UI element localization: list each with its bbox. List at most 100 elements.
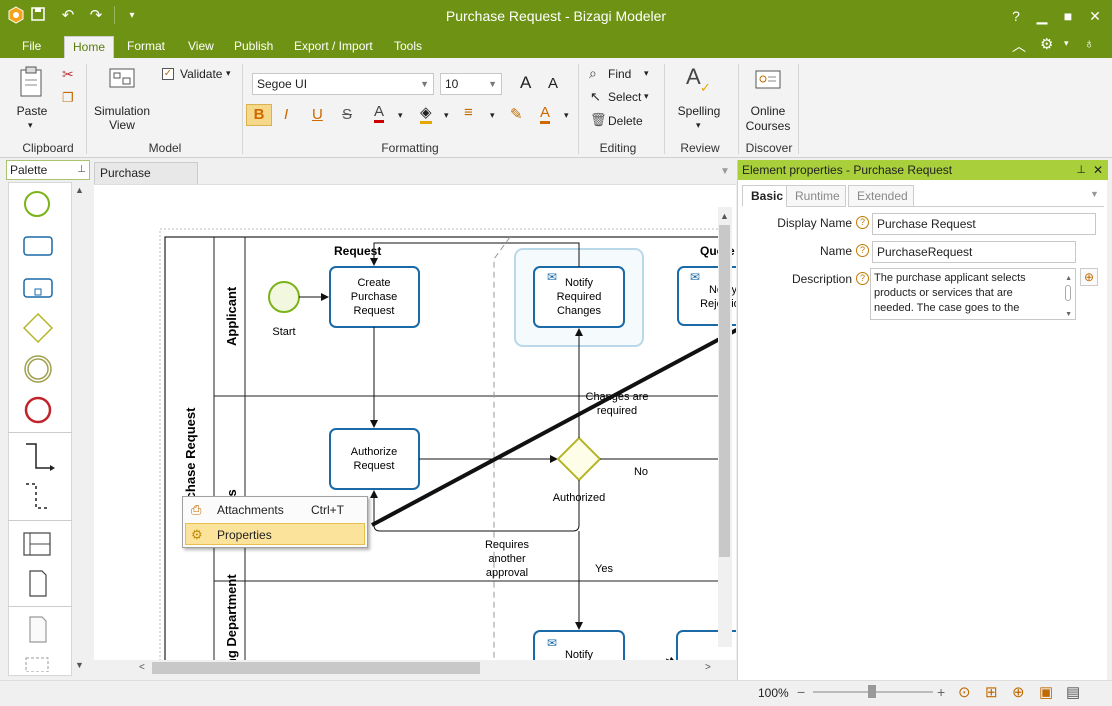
tab-extended[interactable]: Extended xyxy=(848,185,914,207)
chevron-down-icon[interactable]: ▾ xyxy=(644,91,649,101)
cut-icon[interactable]: ✂ xyxy=(62,66,74,82)
spelling-button[interactable]: Spelling xyxy=(677,104,721,118)
task-shape[interactable] xyxy=(14,228,58,264)
presentation-icon[interactable]: ▤ xyxy=(1066,684,1081,701)
tab-file[interactable]: File xyxy=(22,39,42,53)
document-menu-icon[interactable]: ▼ xyxy=(720,166,730,177)
diagram-canvas[interactable]: Purchase Request Applicant Boss Purchasi… xyxy=(94,184,736,660)
chevron-down-icon[interactable]: ▾ xyxy=(1064,38,1069,48)
data-object-shape[interactable] xyxy=(14,566,58,602)
font-size-select[interactable]: 10▼ xyxy=(440,73,502,95)
menu-item-attachments[interactable]: ⎙ Attachments Ctrl+T xyxy=(185,499,365,521)
tab-tools[interactable]: Tools xyxy=(394,39,423,53)
pin-icon[interactable]: ⊥ xyxy=(1076,164,1086,176)
paste-button[interactable] xyxy=(18,66,46,101)
chevron-down-icon[interactable]: ▾ xyxy=(28,120,33,130)
search-icon[interactable]: ⌕ xyxy=(589,65,597,81)
chevron-down-icon[interactable]: ▾ xyxy=(226,68,231,78)
lightbulb-icon[interactable]: ♁ xyxy=(1084,35,1095,51)
bold-button[interactable]: B xyxy=(246,104,272,126)
gear-icon[interactable]: ⚙ xyxy=(1040,36,1054,53)
redo-icon[interactable]: ↷ xyxy=(89,7,103,24)
pool-shape[interactable] xyxy=(14,526,58,562)
fit-page-icon[interactable]: ⊞ xyxy=(985,684,998,701)
tab-export-import[interactable]: Export / Import xyxy=(294,39,373,53)
font-name-select[interactable]: Segoe UI▼ xyxy=(252,73,434,95)
italic-button[interactable]: I xyxy=(284,106,289,123)
paste-label[interactable]: Paste xyxy=(16,104,48,118)
gateway-shape[interactable] xyxy=(14,310,58,346)
name-field[interactable]: PurchaseRequest xyxy=(872,241,1076,263)
tab-home[interactable]: Home xyxy=(64,36,115,58)
undo-icon[interactable]: ↶ xyxy=(61,7,75,24)
bizagi-logo-icon[interactable] xyxy=(6,6,26,26)
validate-icon[interactable]: ✓ xyxy=(162,68,174,80)
magnifier-icon[interactable]: ⊕ xyxy=(1012,684,1025,701)
simulation-view-icon[interactable] xyxy=(108,66,136,97)
minimize-icon[interactable]: ▁ xyxy=(1036,8,1048,24)
start-event-shape[interactable] xyxy=(14,186,58,222)
menu-item-properties[interactable]: ⚙ Properties xyxy=(185,523,365,545)
underline-button[interactable]: U xyxy=(312,106,323,123)
chevron-down-icon[interactable]: ▾ xyxy=(444,110,449,120)
collapse-ribbon-icon[interactable]: ︿ xyxy=(1012,38,1026,54)
vertical-scroll-thumb[interactable] xyxy=(719,225,730,557)
copy-icon[interactable]: ❐ xyxy=(62,90,74,105)
tab-basic[interactable]: Basic xyxy=(742,185,793,207)
annotation-shape[interactable] xyxy=(14,612,58,648)
font-color-icon[interactable]: A xyxy=(374,104,385,123)
grow-font-icon[interactable]: A xyxy=(520,73,532,92)
chevron-down-icon[interactable]: ▾ xyxy=(696,120,701,130)
scroll-down-icon[interactable]: ▼ xyxy=(75,660,84,670)
delete-button[interactable]: Delete xyxy=(608,114,643,128)
line-color-icon[interactable]: A xyxy=(540,105,551,124)
chevron-down-icon[interactable]: ▾ xyxy=(644,68,649,78)
shrink-font-icon[interactable]: A xyxy=(548,75,559,92)
help-icon[interactable]: ? xyxy=(856,272,869,285)
tab-runtime[interactable]: Runtime xyxy=(786,185,846,207)
chevron-down-icon[interactable]: ▾ xyxy=(398,110,403,120)
customize-qat-icon[interactable]: ▾ xyxy=(129,10,135,21)
help-icon[interactable]: ? xyxy=(856,244,869,257)
group-shape[interactable] xyxy=(14,652,58,688)
zoom-in-icon[interactable]: + xyxy=(937,684,946,700)
cursor-icon[interactable]: ↖ xyxy=(590,89,601,104)
close-icon[interactable]: ✕ xyxy=(1089,8,1101,24)
description-scroll-thumb[interactable] xyxy=(1065,285,1071,301)
scroll-down-icon[interactable]: ▼ xyxy=(1065,311,1072,318)
online-courses-button[interactable]: Online Courses xyxy=(745,104,791,133)
pin-icon[interactable]: ⊥ xyxy=(77,164,86,175)
description-field[interactable]: The purchase applicant selects products … xyxy=(870,268,1076,320)
align-icon[interactable]: ≡ xyxy=(464,104,473,121)
strikethrough-button[interactable]: S xyxy=(342,106,353,123)
maximize-icon[interactable]: ■ xyxy=(1063,8,1073,24)
scroll-up-icon[interactable]: ▲ xyxy=(720,211,729,221)
chevron-down-icon[interactable]: ▾ xyxy=(564,110,569,120)
zoom-slider-thumb[interactable] xyxy=(868,685,876,698)
save-icon[interactable] xyxy=(28,6,48,26)
select-button[interactable]: Select xyxy=(608,90,642,104)
end-event-shape[interactable] xyxy=(14,392,58,428)
fill-color-icon[interactable]: ◈ xyxy=(420,105,432,124)
sequence-flow-shape[interactable] xyxy=(14,440,58,476)
tab-publish[interactable]: Publish xyxy=(234,39,274,53)
help-icon[interactable]: ? xyxy=(1012,8,1020,24)
subprocess-shape[interactable] xyxy=(14,270,58,306)
zoom-fit-icon[interactable]: ⊙ xyxy=(958,684,971,701)
chevron-down-icon[interactable]: ▾ xyxy=(490,110,495,120)
chevron-down-icon[interactable]: ▼ xyxy=(1090,189,1099,199)
scroll-right-icon[interactable]: > xyxy=(705,662,711,673)
process-diagram[interactable]: Purchase Request Applicant Boss Purchasi… xyxy=(94,185,736,660)
intermediate-event-shape[interactable] xyxy=(14,351,58,387)
close-icon[interactable]: ✕ xyxy=(1092,163,1103,177)
zoom-out-icon[interactable]: − xyxy=(797,684,806,700)
simulation-view-button[interactable]: Simulation View xyxy=(93,104,151,132)
association-shape[interactable] xyxy=(14,480,58,516)
scroll-up-icon[interactable]: ▲ xyxy=(75,185,84,195)
document-tab[interactable]: Purchase Request xyxy=(94,162,198,200)
display-name-field[interactable]: Purchase Request xyxy=(872,213,1096,235)
tab-format[interactable]: Format xyxy=(127,39,166,53)
find-button[interactable]: Find xyxy=(608,67,632,81)
zoom-icon[interactable]: ⊕ xyxy=(1080,268,1098,286)
spelling-icon[interactable]: A xyxy=(686,64,701,89)
